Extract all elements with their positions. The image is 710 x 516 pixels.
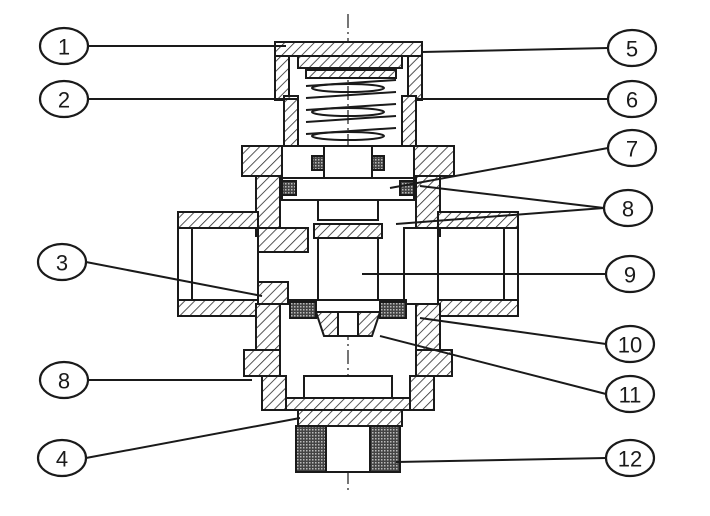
callout-10: 10 xyxy=(618,333,642,358)
callout-11: 11 xyxy=(619,383,642,408)
stem xyxy=(313,199,383,301)
callout-6: 6 xyxy=(626,88,638,113)
callout-9: 9 xyxy=(624,263,636,288)
outlet-pipe xyxy=(437,211,519,317)
callout-circle-2 xyxy=(38,79,90,119)
callout-circle-3 xyxy=(36,242,88,282)
callout-circle-11 xyxy=(604,374,656,414)
callout-5: 5 xyxy=(626,37,638,62)
callout-circle-8b xyxy=(602,188,654,228)
inlet-pipe xyxy=(177,211,259,317)
callout-circle-6 xyxy=(606,79,658,119)
leader-lines xyxy=(85,45,609,463)
callout-8-left: 8 xyxy=(58,369,70,394)
bonnet xyxy=(283,55,417,147)
callout-circle-8a xyxy=(38,360,90,400)
callout-1: 1 xyxy=(58,35,70,60)
seat xyxy=(289,299,407,337)
callout-7: 7 xyxy=(626,137,638,162)
body-upper xyxy=(241,145,455,237)
callout-4: 4 xyxy=(56,447,68,472)
callout-circle-9 xyxy=(604,254,656,294)
callout-circle-10 xyxy=(604,324,656,364)
body-lower xyxy=(243,349,453,411)
cap xyxy=(274,41,423,101)
piston xyxy=(281,145,415,201)
outlet-fitting xyxy=(295,409,403,473)
callout-3: 3 xyxy=(56,251,68,276)
body-middle xyxy=(255,227,441,351)
callout-12: 12 xyxy=(618,447,642,472)
callout-circle-4 xyxy=(36,438,88,478)
callout-2: 2 xyxy=(58,88,70,113)
callout-circle-1 xyxy=(38,26,90,66)
callout-circle-12 xyxy=(604,438,656,478)
callout-8-right: 8 xyxy=(622,197,634,222)
callout-circle-5 xyxy=(606,28,658,68)
callout-circle-7 xyxy=(606,128,658,168)
spring xyxy=(305,69,397,141)
